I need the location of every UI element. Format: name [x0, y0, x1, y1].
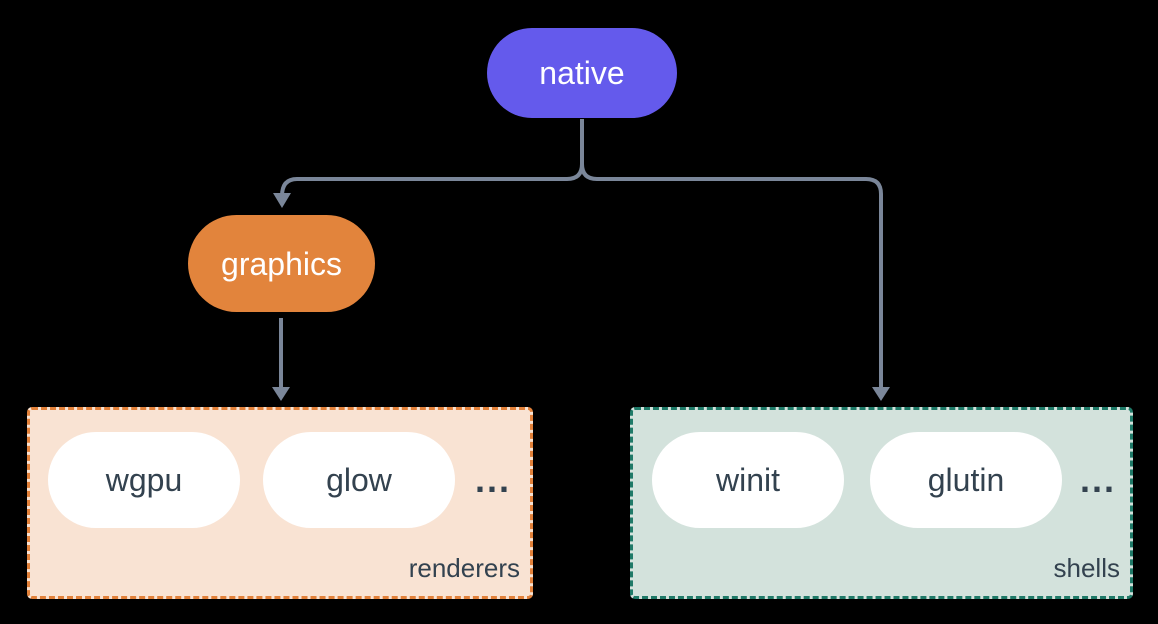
node-native-label: native — [539, 55, 625, 91]
node-glutin: glutin — [870, 432, 1062, 528]
shells-group-label: shells — [1053, 553, 1120, 583]
group-shells: winit glutin ... shells — [630, 407, 1133, 599]
node-graphics-label: graphics — [221, 245, 342, 282]
arrowhead-renderers — [272, 387, 290, 401]
shells-ellipsis: ... — [1079, 459, 1116, 500]
renderers-group-label: renderers — [408, 553, 520, 583]
node-wgpu: wgpu — [48, 432, 240, 528]
node-wgpu-label: wgpu — [105, 462, 183, 498]
renderers-ellipsis: ... — [474, 459, 511, 500]
node-glow-label: glow — [326, 462, 392, 498]
node-glutin-label: glutin — [927, 462, 1005, 498]
edge-native-shells — [580, 119, 883, 389]
arrowhead-shells — [872, 387, 890, 401]
node-winit: winit — [652, 432, 844, 528]
node-winit-label: winit — [715, 462, 780, 498]
arrowhead-graphics — [273, 193, 291, 208]
edge-native-graphics — [280, 119, 584, 197]
node-native: native — [487, 28, 677, 118]
node-graphics: graphics — [188, 215, 375, 312]
group-renderers: wgpu glow ... renderers — [27, 407, 533, 599]
node-glow: glow — [263, 432, 455, 528]
